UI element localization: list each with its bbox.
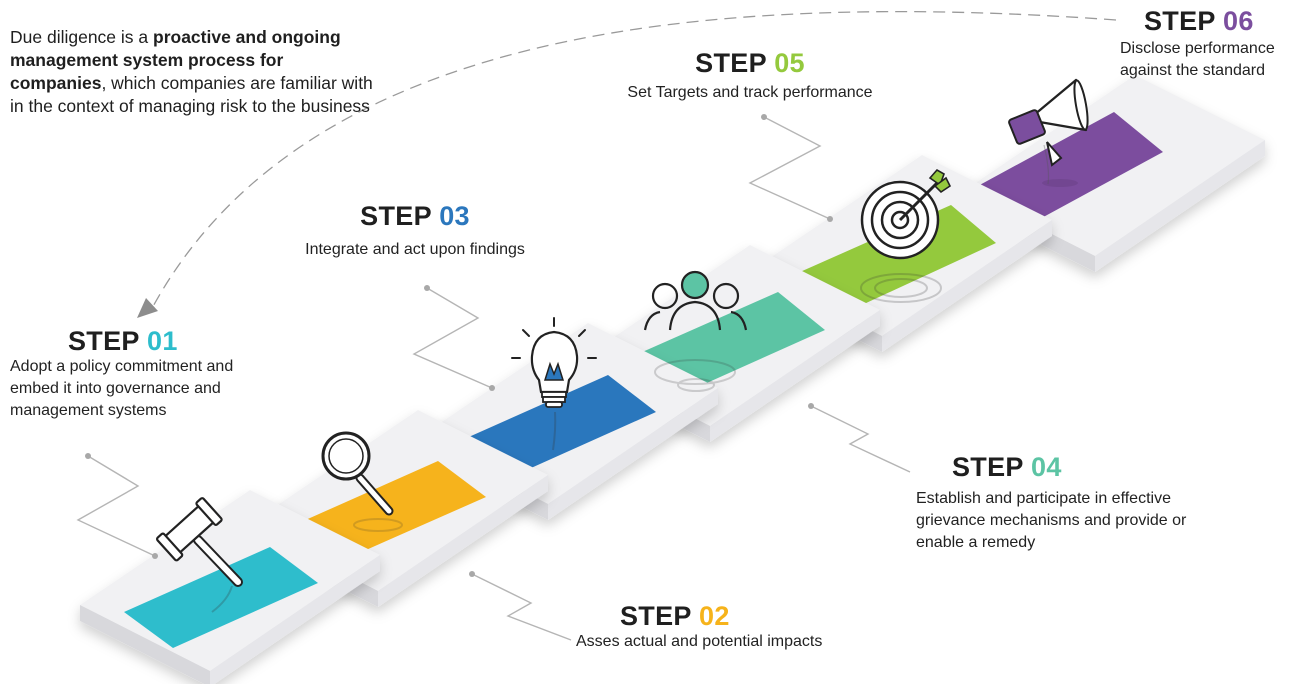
step-02-title: STEP 02 bbox=[620, 601, 730, 631]
magnifier-icon bbox=[321, 431, 403, 532]
loop-arrow bbox=[149, 10, 1117, 313]
step-06-title: STEP 06 bbox=[1144, 6, 1254, 36]
step-02: STEP 02 Asses actual and potential impac… bbox=[576, 601, 876, 653]
step-05: STEP 05 Set Targets and track performanc… bbox=[600, 48, 900, 104]
connector-1 bbox=[76, 455, 156, 557]
step-03-number: 03 bbox=[439, 201, 470, 231]
step-04-title: STEP 04 bbox=[952, 452, 1062, 482]
step-02-description: Asses actual and potential impacts bbox=[576, 633, 823, 650]
step-01-description: Adopt a policy commitment and embed it i… bbox=[10, 358, 234, 419]
connector-3 bbox=[412, 287, 493, 389]
step-05-description: Set Targets and track performance bbox=[627, 84, 873, 101]
lightbulb-icon bbox=[511, 317, 597, 451]
step-04-description: Establish and participate in effective g… bbox=[916, 490, 1187, 551]
step-04-number: 04 bbox=[1031, 452, 1062, 482]
step-01-title: STEP 01 bbox=[68, 326, 178, 356]
color-band-3 bbox=[462, 375, 656, 477]
step-04: STEP 04 Establish and participate in eff… bbox=[916, 452, 1216, 554]
connector-4 bbox=[810, 405, 911, 473]
step-03-title: STEP 03 bbox=[360, 201, 470, 231]
color-band-1 bbox=[124, 547, 318, 648]
loop-arrow-head bbox=[137, 298, 158, 318]
step-01-number: 01 bbox=[147, 326, 178, 356]
target-icon bbox=[860, 168, 952, 303]
step-02-number: 02 bbox=[699, 601, 730, 631]
step-06-description: Disclose performance against the standar… bbox=[1120, 40, 1275, 79]
step-01: STEP 01 Adopt a policy commitment and em… bbox=[10, 326, 270, 422]
gavel-icon bbox=[155, 497, 243, 613]
people-icon bbox=[643, 270, 748, 392]
step-03-description: Integrate and act upon findings bbox=[305, 241, 525, 258]
connector-5 bbox=[748, 116, 831, 220]
step-03: STEP 03 Integrate and act upon findings bbox=[280, 201, 550, 261]
megaphone-icon bbox=[1008, 78, 1089, 187]
connector-2 bbox=[471, 573, 572, 641]
intro-bold-text: proactive and ongoing management system … bbox=[10, 27, 341, 93]
intro-text: Due diligence is a proactive and ongoing… bbox=[10, 27, 373, 116]
step-05-title: STEP 05 bbox=[695, 48, 805, 78]
step-05-number: 05 bbox=[774, 48, 805, 78]
step-06: STEP 06 Disclose performance against the… bbox=[1120, 6, 1306, 82]
step-06-number: 06 bbox=[1223, 6, 1254, 36]
